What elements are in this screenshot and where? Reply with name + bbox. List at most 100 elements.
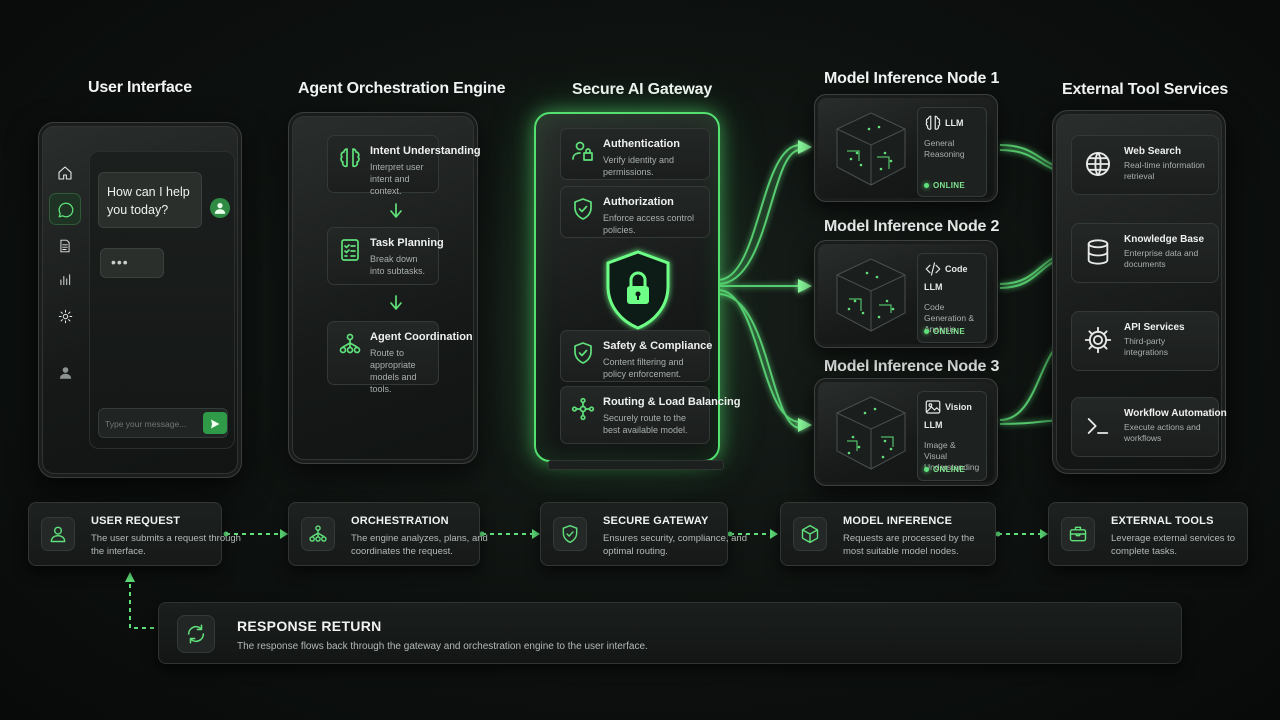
card-title: Authorization xyxy=(603,196,674,208)
tool-desc: Third-party integrations xyxy=(1124,336,1168,357)
model-tag: LLM General Reasoning ONLINE xyxy=(917,107,987,197)
arrow-down-icon xyxy=(389,203,403,219)
tool-desc: Execute actions and workflows xyxy=(1124,422,1201,443)
step-desc: Requests are processed by the most suita… xyxy=(843,533,975,557)
cube-icon xyxy=(793,517,827,551)
node-title-2: Model Inference Node 2 xyxy=(824,218,1000,235)
refresh-icon xyxy=(177,615,215,653)
tool-title: Workflow Automation xyxy=(1124,408,1227,419)
status-badge: ONLINE xyxy=(924,465,965,474)
message-input-box[interactable] xyxy=(98,408,228,438)
typing-indicator: ••• xyxy=(100,248,164,278)
tool-api-services[interactable]: API Services Third-party integrations xyxy=(1071,311,1219,371)
document-icon[interactable] xyxy=(58,239,72,255)
step-desc: Ensures security, compliance, and optima… xyxy=(603,533,747,557)
step-secure-gateway: SECURE GATEWAY Ensures security, complia… xyxy=(540,502,747,566)
database-icon xyxy=(1084,238,1112,266)
assistant-message-bubble: How can I help you today? xyxy=(98,172,202,228)
model-tag: Vision LLM Image & Visual Understanding … xyxy=(917,391,987,481)
step-title: USER REQUEST xyxy=(91,515,181,527)
image-icon xyxy=(924,398,942,416)
card-agent-coordination: Agent Coordination Route to appropriate … xyxy=(327,321,473,394)
card-title: Agent Coordination xyxy=(370,331,473,343)
tool-title: API Services xyxy=(1124,322,1185,333)
column-title-external: External Tool Services xyxy=(1062,81,1229,98)
node-title-1: Model Inference Node 1 xyxy=(824,70,1000,87)
send-icon xyxy=(209,417,221,429)
shield-check-icon xyxy=(571,341,595,365)
status-badge: ONLINE xyxy=(924,181,965,190)
model-name: Code LLM xyxy=(924,264,968,292)
user-interface-device: How can I help you today? ••• xyxy=(38,122,242,478)
step-title: ORCHESTRATION xyxy=(351,515,449,527)
model-name: LLM xyxy=(945,118,964,128)
tool-workflow-automation[interactable]: Workflow Automation Execute actions and … xyxy=(1071,397,1227,457)
response-desc: The response flows back through the gate… xyxy=(237,641,648,652)
model-name: Vision LLM xyxy=(924,402,972,430)
gateway-base xyxy=(548,460,724,470)
chat-tab[interactable] xyxy=(49,193,81,225)
card-desc: Content filtering and policy enforcement… xyxy=(603,357,684,379)
external-tools-device: Web Search Real-time information retriev… xyxy=(1052,110,1227,474)
step-title: MODEL INFERENCE xyxy=(843,515,953,527)
tool-knowledge-base[interactable]: Knowledge Base Enterprise data and docum… xyxy=(1071,223,1219,283)
card-desc: Verify identity and permissions. xyxy=(603,155,675,177)
arrow-down-icon xyxy=(389,295,403,311)
brain-icon xyxy=(338,146,362,170)
home-icon[interactable] xyxy=(57,165,73,181)
secure-gateway-device: Authentication Verify identity and permi… xyxy=(534,112,741,462)
step-orchestration: ORCHESTRATION The engine analyzes, plans… xyxy=(288,502,488,566)
column-title-user-interface: User Interface xyxy=(88,79,192,96)
step-user-request: USER REQUEST The user submits a request … xyxy=(28,502,241,566)
orchestration-engine-device: Intent Understanding Interpret user inte… xyxy=(288,112,481,464)
card-routing-load-balancing: Routing & Load Balancing Securely route … xyxy=(560,386,741,444)
step-title: SECURE GATEWAY xyxy=(603,515,709,527)
message-input[interactable] xyxy=(105,415,195,433)
step-title: EXTERNAL TOOLS xyxy=(1111,515,1214,527)
card-safety-compliance: Safety & Compliance Content filtering an… xyxy=(560,330,713,382)
ui-sidebar xyxy=(49,153,81,443)
send-button[interactable] xyxy=(203,412,227,434)
tool-title: Knowledge Base xyxy=(1124,234,1205,245)
user-icon xyxy=(41,517,75,551)
network-icon xyxy=(338,332,362,356)
shield-check-icon xyxy=(553,517,587,551)
gear-icon xyxy=(1084,326,1112,354)
user-icon[interactable] xyxy=(58,365,73,380)
response-return-panel: RESPONSE RETURN The response flows back … xyxy=(158,602,1182,664)
card-title: Safety & Compliance xyxy=(603,340,713,352)
step-external-tools: EXTERNAL TOOLS Leverage external service… xyxy=(1048,502,1248,566)
card-title: Intent Understanding xyxy=(370,145,481,157)
step-desc: The engine analyzes, plans, and coordina… xyxy=(351,533,488,557)
chat-screen: How can I help you today? ••• xyxy=(89,151,235,449)
card-desc: Break down into subtasks. xyxy=(370,254,426,276)
card-authentication: Authentication Verify identity and permi… xyxy=(560,128,710,180)
network-icon xyxy=(301,517,335,551)
model-tag: Code LLM Code Generation & Analysis ONLI… xyxy=(917,253,987,343)
chart-icon[interactable] xyxy=(58,273,72,289)
model-node-2: Code LLM Code Generation & Analysis ONLI… xyxy=(814,240,998,348)
card-title: Authentication xyxy=(603,138,680,150)
model-desc: General Reasoning xyxy=(924,138,965,160)
response-title: RESPONSE RETURN xyxy=(237,618,382,634)
column-title-gateway: Secure AI Gateway xyxy=(572,81,713,98)
step-desc: Leverage external services to complete t… xyxy=(1111,533,1236,557)
status-badge: ONLINE xyxy=(924,327,965,336)
card-desc: Route to appropriate models and tools. xyxy=(370,348,417,394)
cube-icon xyxy=(829,253,913,337)
card-desc: Enforce access control policies. xyxy=(603,213,695,235)
tool-title: Web Search xyxy=(1124,146,1182,157)
gear-icon[interactable] xyxy=(58,309,73,324)
shield-check-icon xyxy=(571,197,595,221)
tool-desc: Enterprise data and documents xyxy=(1124,248,1199,269)
card-desc: Interpret user intent and context. xyxy=(370,162,424,196)
user-lock-icon xyxy=(571,139,595,163)
toolbox-icon xyxy=(1061,517,1095,551)
node-title-3: Model Inference Node 3 xyxy=(824,358,1000,375)
step-desc: The user submits a request through the i… xyxy=(91,533,241,557)
chat-bubble-icon xyxy=(57,201,75,219)
checklist-icon xyxy=(338,238,362,262)
model-node-3: Vision LLM Image & Visual Understanding … xyxy=(814,378,998,486)
tool-web-search[interactable]: Web Search Real-time information retriev… xyxy=(1071,135,1219,195)
globe-icon xyxy=(1084,150,1112,178)
